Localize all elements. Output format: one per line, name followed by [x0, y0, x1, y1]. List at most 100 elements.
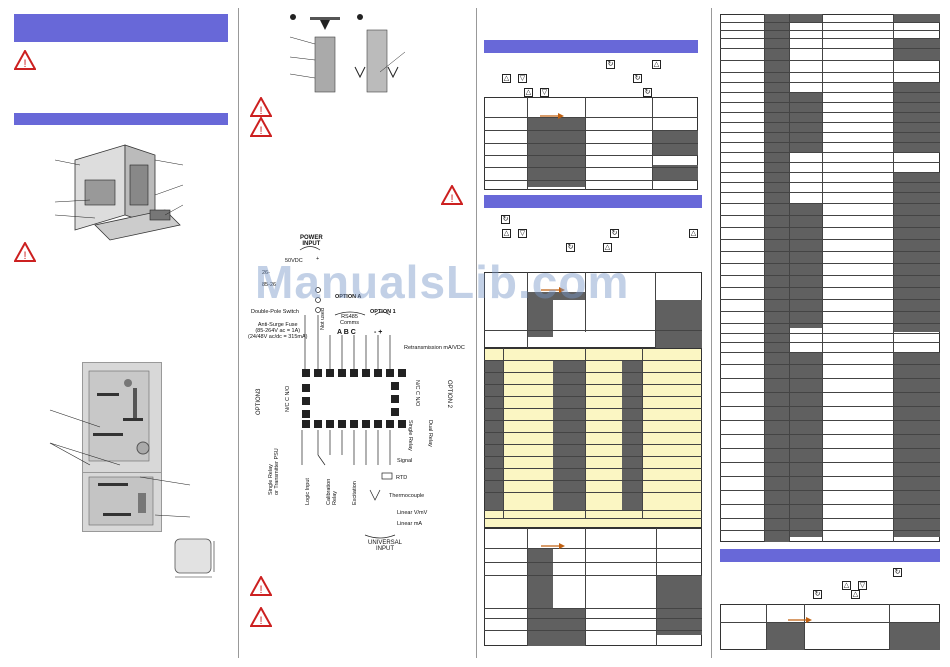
warning-icon: !: [250, 576, 272, 596]
warning-icon: !: [14, 50, 36, 70]
section-header-bar: [14, 113, 228, 125]
watermark: ManualsLib.com: [255, 256, 630, 308]
nc-no-left-label: N/C C N/O: [285, 385, 291, 412]
pcb-callout-lines: [49, 409, 191, 518]
svg-text:!: !: [259, 615, 262, 627]
nc-no-right-label: N/C C N/O: [414, 380, 420, 407]
single-relay-psu-label: Single Relay or Transmitter PSU: [268, 448, 280, 495]
table-fill: [527, 292, 553, 337]
reset-button-icon: ↻: [501, 215, 510, 224]
excitation-label: Excitation: [352, 481, 358, 505]
terminal: [398, 369, 406, 377]
panel-cutout-drawing: [174, 538, 215, 578]
terminal: [398, 420, 406, 428]
arrow-icon: [541, 543, 565, 549]
table-fill: [655, 300, 702, 348]
svg-text:!: !: [259, 125, 262, 137]
table-fill: [553, 608, 585, 646]
rtd-label: RTD: [396, 475, 408, 481]
plus-label: +: [316, 256, 320, 262]
calibration-relay-label: Calibration Relay: [326, 478, 338, 505]
section-header-bar: [720, 549, 940, 562]
terminal: [391, 395, 399, 403]
table-fill: [893, 352, 940, 537]
terminal: [314, 420, 322, 428]
terminal: [386, 420, 394, 428]
terminal: [338, 420, 346, 428]
arrow-icon: [541, 287, 565, 293]
svg-text:!: !: [23, 250, 26, 262]
terminal: [362, 369, 370, 377]
up-button-icon: △: [652, 60, 661, 69]
terminal: [302, 384, 310, 392]
up-button-icon: △: [689, 229, 698, 238]
table-fill: [789, 203, 822, 328]
arrow-icon: [788, 617, 812, 623]
reset-button-icon: ↻: [893, 568, 902, 577]
up-button-icon: △: [502, 229, 511, 238]
svg-text:!: !: [259, 105, 262, 117]
double-pole-label: Double-Pole Switch: [251, 309, 299, 315]
minus-plus-label: - +: [374, 329, 383, 336]
table-fill: [553, 360, 585, 510]
pcb-photo-top: [82, 362, 162, 474]
abc-label: A B C: [337, 329, 356, 336]
table-fill: [893, 82, 940, 152]
section-header-bar: [484, 195, 702, 208]
table-fill: [485, 360, 503, 510]
table-fill: [893, 38, 940, 60]
up-button-icon: △: [502, 74, 511, 83]
down-button-icon: ▽: [518, 229, 527, 238]
retrans-label: Retransmission mA/VDC: [404, 345, 465, 351]
signal-label: Signal: [397, 458, 413, 464]
reset-button-icon: ↻: [566, 243, 575, 252]
table-fill: [527, 548, 553, 646]
column-divider-3: [711, 8, 712, 658]
terminal: [362, 420, 370, 428]
up-button-icon: △: [842, 581, 851, 590]
terminal: [374, 420, 382, 428]
table-fill: [652, 130, 698, 155]
table-fill: [889, 622, 940, 650]
terminal: [386, 369, 394, 377]
svg-text:!: !: [259, 584, 262, 596]
option3-label: OPTION3: [256, 388, 262, 415]
down-button-icon: ▽: [540, 88, 549, 97]
column-divider-2: [476, 8, 477, 658]
terminal: [374, 369, 382, 377]
table-fill: [622, 360, 642, 510]
wiring-diagram: [299, 246, 396, 539]
down-button-icon: ▽: [518, 74, 527, 83]
up-button-icon: △: [524, 88, 533, 97]
v26-label: 26-: [262, 270, 270, 276]
pcb-photo-bottom: [82, 472, 162, 532]
svg-text:!: !: [450, 193, 453, 205]
reset-button-icon: ↻: [633, 74, 642, 83]
reset-button-icon: ↻: [643, 88, 652, 97]
warning-icon: !: [250, 607, 272, 627]
terminal: [391, 408, 399, 416]
warning-icon: !: [14, 242, 36, 262]
terminal: [302, 420, 310, 428]
column-divider-1: [238, 8, 239, 658]
arrow-icon: [540, 113, 564, 119]
power-input-label: POWER INPUT: [300, 235, 323, 247]
terminal: [314, 369, 322, 377]
table-fill: [553, 292, 585, 300]
highlighted-table: [484, 348, 702, 528]
terminal: [302, 397, 310, 405]
dual-relay-label: Dual Relay: [427, 420, 433, 447]
reset-button-icon: ↻: [813, 590, 822, 599]
warning-icon: !: [250, 117, 272, 137]
rs485-label: RS485 Comms: [340, 314, 359, 326]
table-fill: [656, 575, 702, 635]
terminal: [350, 369, 358, 377]
linear-vmv-label: Linear V/mV: [397, 510, 428, 516]
up-button-icon: △: [851, 590, 860, 599]
option-a-label: OPTION A: [335, 294, 362, 300]
single-relay-label: Single Relay: [407, 420, 413, 451]
section-header-bar: [484, 40, 698, 53]
fuse-label: Anti-Surge Fuse (85-264V ac = 1A) (24/48…: [248, 322, 308, 340]
terminal: [326, 369, 334, 377]
table-fill: [893, 14, 940, 22]
